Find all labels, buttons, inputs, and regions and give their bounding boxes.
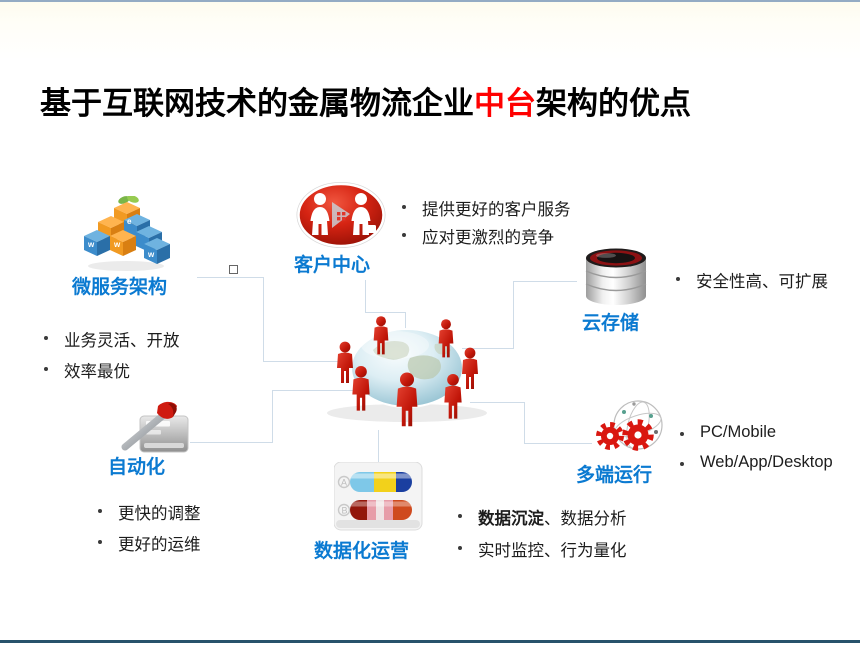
node-label-multiend: 多端运行 xyxy=(576,465,653,486)
globe-with-people-icon xyxy=(327,316,487,427)
title-highlight: 中台 xyxy=(474,86,536,121)
customers-arrow-icon xyxy=(296,182,386,248)
connector-line xyxy=(365,280,366,313)
bullet-item: 实时监控、行为量化 xyxy=(458,537,627,561)
bullet-item: 应对更激烈的竞争 xyxy=(402,224,554,248)
connector-line xyxy=(524,402,525,444)
bullet-text: 实时监控、行为量化 xyxy=(478,542,627,560)
connector-line xyxy=(197,277,263,278)
bullet-item: Web/App/Desktop xyxy=(680,453,833,472)
bullet-dot xyxy=(44,367,48,371)
gears-globe-icon xyxy=(596,400,663,451)
bullet-text: 安全性高、可扩展 xyxy=(696,273,828,291)
bullet-item: 安全性高、可扩展 xyxy=(676,268,828,292)
bullet-item: 数据沉淀、数据分析 xyxy=(458,505,627,529)
svg-text:B: B xyxy=(342,506,348,516)
svg-text:w: w xyxy=(147,250,155,259)
bullet-text: 效率最优 xyxy=(64,363,130,381)
bullet-dot xyxy=(458,514,462,518)
bullet-dot xyxy=(458,546,462,550)
connector-line xyxy=(272,390,273,443)
top-accent-line xyxy=(0,0,860,2)
bullet-text-bold: 数据沉淀 xyxy=(478,510,544,528)
bullet-text: 提供更好的客户服务 xyxy=(422,201,571,219)
bullet-text: Web/App/Desktop xyxy=(700,453,833,471)
bullet-item: PC/Mobile xyxy=(680,423,776,442)
connector-line xyxy=(513,281,514,349)
svg-text:A: A xyxy=(341,478,347,488)
bullet-text-rest: 、数据分析 xyxy=(544,510,627,528)
bullet-dot xyxy=(676,277,680,281)
bullet-item: 更好的运维 xyxy=(98,531,201,555)
bullet-item: 更快的调整 xyxy=(98,500,201,524)
bullet-dot xyxy=(680,462,684,466)
connector-line xyxy=(190,442,272,443)
bullet-dot xyxy=(402,205,406,209)
capsules-icon: A B xyxy=(334,462,423,531)
connector-line xyxy=(462,348,514,349)
bullet-text: PC/Mobile xyxy=(700,423,777,441)
connector-line xyxy=(263,361,351,362)
title-post: 架构的优点 xyxy=(536,86,691,121)
bullet-text: 更好的运维 xyxy=(118,536,201,554)
node-label-dataops: 数据化运营 xyxy=(314,541,410,562)
title-pre: 基于互联网技术的金属物流企业 xyxy=(40,86,474,121)
bullet-dot xyxy=(98,540,102,544)
svg-text:w: w xyxy=(113,240,121,249)
bullet-dot xyxy=(44,336,48,340)
hammer-tool-icon xyxy=(121,401,189,453)
bullet-item: 效率最优 xyxy=(44,358,130,382)
bullet-dot xyxy=(402,233,406,237)
bullet-text: 应对更激烈的竞争 xyxy=(422,229,554,247)
connector-line xyxy=(272,390,376,391)
bullet-item: 业务灵活、开放 xyxy=(44,327,180,351)
node-label-automation: 自动化 xyxy=(108,457,166,478)
connector-line xyxy=(470,402,525,403)
svg-text:e: e xyxy=(127,217,132,226)
svg-text:w: w xyxy=(87,240,95,249)
connector-line xyxy=(263,277,264,362)
bullet-text: 业务灵活、开放 xyxy=(64,332,180,350)
database-stack-icon xyxy=(585,248,647,305)
building-blocks-icon: w w w e xyxy=(84,196,170,271)
bullet-text: 数据沉淀、数据分析 xyxy=(478,505,627,529)
connector-line xyxy=(513,281,577,282)
connector-line xyxy=(378,430,379,464)
connector-line xyxy=(405,312,406,334)
connector-line xyxy=(524,443,592,444)
connector-handle xyxy=(229,265,238,274)
page-title: 基于互联网技术的金属物流企业中台架构的优点 xyxy=(40,78,691,123)
node-label-cloud: 云存储 xyxy=(582,313,640,334)
bottom-accent-bar xyxy=(0,640,860,643)
bullet-item: 提供更好的客户服务 xyxy=(402,196,571,220)
connector-line xyxy=(365,312,406,313)
bullet-dot xyxy=(680,432,684,436)
node-label-microservice: 微服务架构 xyxy=(72,277,168,298)
bullet-dot xyxy=(98,509,102,513)
bullet-text: 更快的调整 xyxy=(118,505,201,523)
node-label-customer: 客户中心 xyxy=(294,255,371,276)
